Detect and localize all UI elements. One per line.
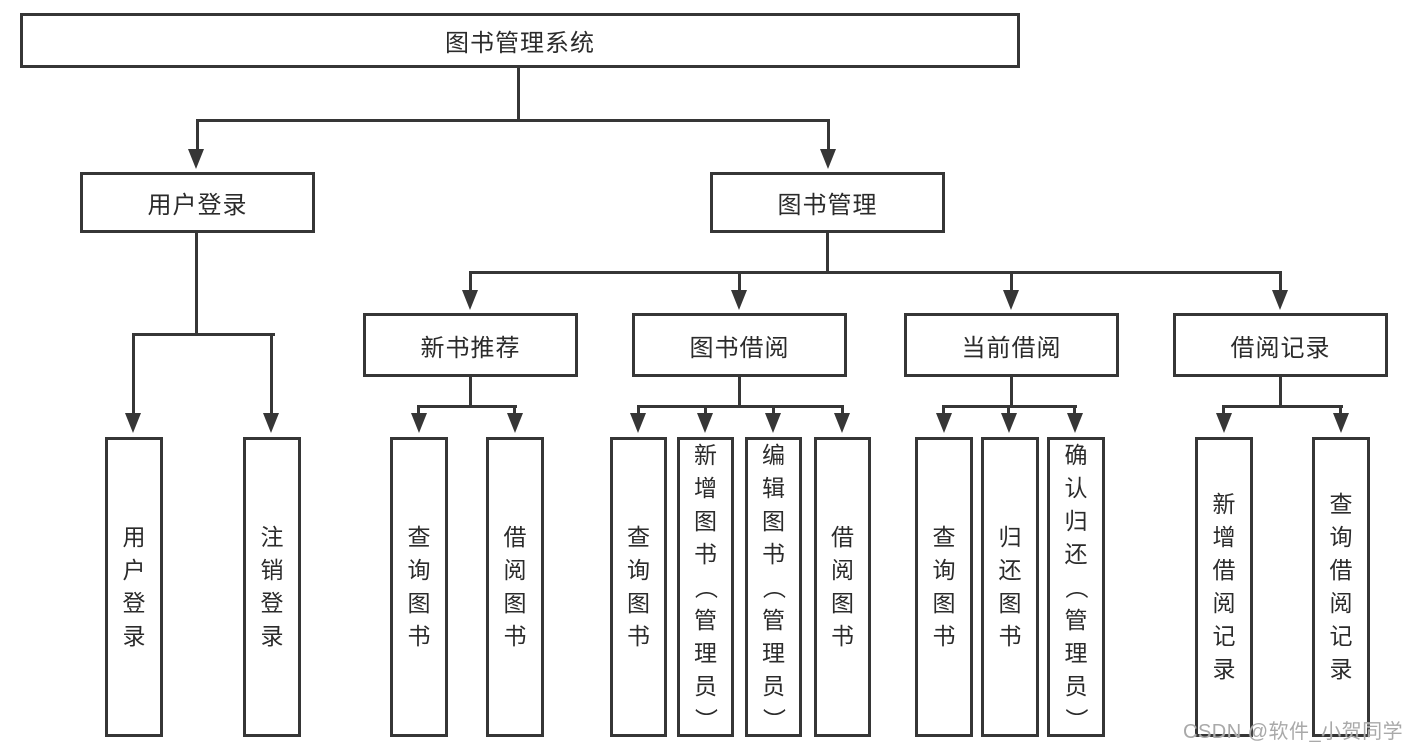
arrow-down-icon xyxy=(731,290,747,310)
connector xyxy=(513,405,516,415)
connector xyxy=(1339,405,1342,415)
connector xyxy=(196,119,830,122)
leaf-logout: 注销登录 xyxy=(243,437,301,737)
watermark: CSDN @软件_小贺同学 xyxy=(1183,721,1404,743)
arrow-down-icon xyxy=(834,413,850,433)
connector xyxy=(132,333,135,413)
connector xyxy=(704,405,707,415)
arrow-down-icon xyxy=(936,413,952,433)
leaf-query-books-borrow: 查询图书 xyxy=(610,437,667,737)
connector xyxy=(195,233,198,335)
leaf-query-borrow-record: 查询借阅记录 xyxy=(1312,437,1370,737)
leaf-return-book: 归还图书 xyxy=(981,437,1039,737)
connector xyxy=(827,119,830,152)
connector xyxy=(469,271,1282,274)
leaf-query-books-current: 查询图书 xyxy=(915,437,973,737)
arrow-down-icon xyxy=(1216,413,1232,433)
connector xyxy=(1222,405,1225,415)
node-book-mgmt-label: 图书管理 xyxy=(777,192,878,219)
leaf-add-borrow-record: 新增借阅记录 xyxy=(1195,437,1253,737)
connector xyxy=(942,405,945,415)
arrow-down-icon xyxy=(1001,413,1017,433)
arrow-down-icon xyxy=(462,290,478,310)
arrow-down-icon xyxy=(507,413,523,433)
node-borrow-records-label: 借阅记录 xyxy=(1230,334,1331,362)
connector xyxy=(1279,271,1282,291)
node-current-borrow: 当前借阅 xyxy=(904,313,1119,377)
node-new-book-recommend-label: 新书推荐 xyxy=(420,334,521,362)
node-root-label: 图书管理系统 xyxy=(445,30,595,57)
node-new-book-recommend: 新书推荐 xyxy=(363,313,578,377)
arrow-down-icon xyxy=(630,413,646,433)
connector xyxy=(469,375,472,407)
connector xyxy=(1010,271,1013,291)
leaf-user-login: 用户登录 xyxy=(105,437,163,737)
leaf-borrow-books: 借阅图书 xyxy=(814,437,871,737)
connector xyxy=(1010,375,1013,407)
connector xyxy=(1222,405,1343,408)
connector xyxy=(132,333,275,336)
node-book-borrow: 图书借阅 xyxy=(632,313,847,377)
arrow-down-icon xyxy=(188,149,204,169)
arrow-down-icon xyxy=(820,149,836,169)
connector xyxy=(738,375,741,407)
leaf-borrow-books-recommend: 借阅图书 xyxy=(486,437,544,737)
connector xyxy=(517,67,520,121)
node-borrow-records: 借阅记录 xyxy=(1173,313,1388,377)
connector xyxy=(826,233,829,273)
arrow-down-icon xyxy=(263,413,279,433)
node-book-borrow-label: 图书借阅 xyxy=(689,334,790,362)
node-book-mgmt: 图书管理 xyxy=(710,172,945,233)
arrow-down-icon xyxy=(765,413,781,433)
connector xyxy=(772,405,775,415)
arrow-down-icon xyxy=(411,413,427,433)
arrow-down-icon xyxy=(1333,413,1349,433)
connector xyxy=(841,405,844,415)
connector xyxy=(469,271,472,291)
connector xyxy=(738,271,741,291)
arrow-down-icon xyxy=(1067,413,1083,433)
connector xyxy=(637,405,844,408)
arrow-down-icon xyxy=(697,413,713,433)
arrow-down-icon xyxy=(1272,290,1288,310)
connector xyxy=(417,405,517,408)
connector xyxy=(1279,375,1282,407)
leaf-edit-book-admin: 编辑图书（管理员） xyxy=(745,437,802,737)
connector xyxy=(1073,405,1076,415)
connector xyxy=(637,405,640,415)
connector xyxy=(270,333,273,413)
leaf-query-books-recommend: 查询图书 xyxy=(390,437,448,737)
node-user-login: 用户登录 xyxy=(80,172,315,233)
node-current-borrow-label: 当前借阅 xyxy=(961,334,1062,362)
arrow-down-icon xyxy=(125,413,141,433)
node-root: 图书管理系统 xyxy=(20,13,1020,68)
node-user-login-label: 用户登录 xyxy=(147,192,248,219)
connector xyxy=(417,405,420,415)
leaf-confirm-return-admin: 确认归还（管理员） xyxy=(1047,437,1105,737)
arrow-down-icon xyxy=(1003,290,1019,310)
connector xyxy=(1007,405,1010,415)
connector xyxy=(196,119,199,152)
leaf-add-book-admin: 新增图书（管理员） xyxy=(677,437,734,737)
